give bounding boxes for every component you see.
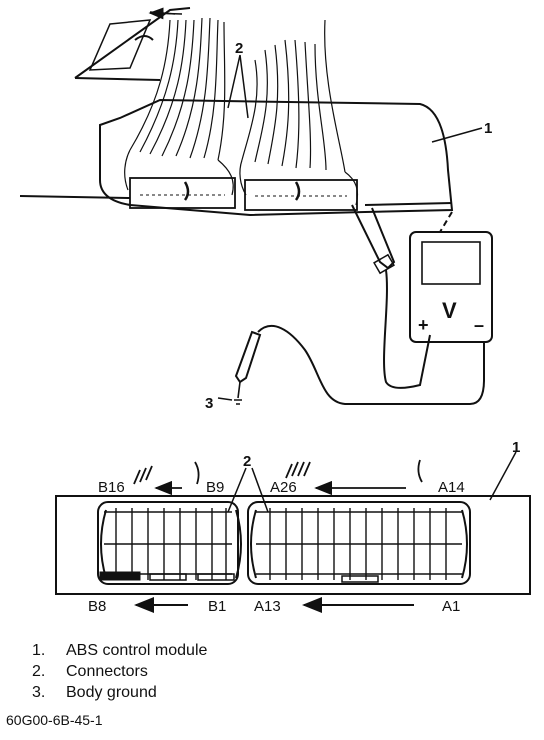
- voltmeter-minus: –: [474, 315, 484, 335]
- voltmeter: [409, 231, 493, 343]
- right-harness: [239, 19, 359, 206]
- left-harness: [124, 17, 234, 196]
- figure-id: 60G00-6B-45-1: [6, 712, 103, 728]
- top-callout-ground: 3: [205, 395, 213, 412]
- pin-label-b16: B16: [98, 479, 125, 496]
- connector-b-grid: [104, 508, 232, 580]
- wire-positive: [383, 269, 431, 389]
- voltmeter-plus: +: [418, 315, 429, 335]
- legend: 1. ABS control module 2. Connectors 3. B…: [32, 640, 207, 703]
- connector-a: [244, 179, 358, 211]
- legend-text: Body ground: [66, 684, 157, 701]
- legend-number: 3.: [32, 684, 46, 701]
- pin-label-b9: B9: [206, 479, 224, 496]
- abs-module-housing: [99, 98, 454, 217]
- connector-b: [129, 177, 236, 209]
- pin-callout-connectors: 2: [243, 453, 251, 470]
- legend-number: 2.: [32, 663, 46, 680]
- probe-ground: [234, 330, 262, 384]
- pin-callout-module: 1: [512, 439, 520, 456]
- legend-item: 2. Connectors: [32, 661, 207, 682]
- pin-label-a1: A1: [442, 598, 460, 615]
- legend-item: 3. Body ground: [32, 682, 207, 703]
- pin-label-b1: B1: [208, 598, 226, 615]
- wire-ground: [257, 325, 485, 405]
- connector-a-grid: [256, 508, 462, 580]
- connector-b-face: [97, 501, 239, 585]
- legend-item: 1. ABS control module: [32, 640, 207, 661]
- body-panel: [74, 7, 191, 79]
- panel-bracket: [88, 19, 152, 71]
- voltmeter-symbol: V: [442, 298, 457, 323]
- pin-label-a26: A26: [270, 479, 297, 496]
- legend-text: ABS control module: [66, 642, 208, 659]
- pin-label-a13: A13: [254, 598, 281, 615]
- legend-number: 1.: [32, 642, 46, 659]
- top-callout-connectors: 2: [235, 40, 243, 57]
- top-callout-module: 1: [484, 120, 492, 137]
- voltmeter-display: [421, 241, 481, 285]
- module-outline: [55, 495, 531, 595]
- pin-label-a14: A14: [438, 479, 465, 496]
- top-illustration: [19, 7, 493, 405]
- pin-label-b8: B8: [88, 598, 106, 615]
- legend-text: Connectors: [66, 663, 148, 680]
- pin-view: [55, 451, 531, 613]
- probe-positive: [351, 204, 396, 270]
- connector-a-face: [247, 501, 471, 585]
